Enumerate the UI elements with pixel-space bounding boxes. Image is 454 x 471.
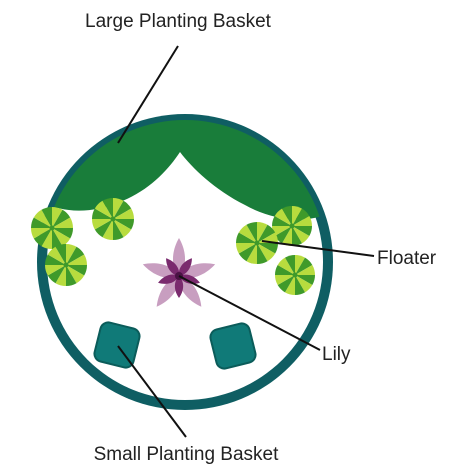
label-lily: Lily xyxy=(322,344,351,365)
floater-plant-icon xyxy=(272,206,312,246)
label-floater: Floater xyxy=(377,248,437,269)
floater-plant-icon xyxy=(275,255,315,295)
label-small-planting-basket: Small Planting Basket xyxy=(94,444,280,465)
floater-plant-icon xyxy=(92,198,134,240)
square-basket-icon xyxy=(93,321,141,369)
square-basket-icon xyxy=(209,322,257,370)
label-large-planting-basket: Large Planting Basket xyxy=(85,11,272,32)
floater-plant-icon xyxy=(31,207,73,249)
floater-plant-icon xyxy=(45,244,87,286)
